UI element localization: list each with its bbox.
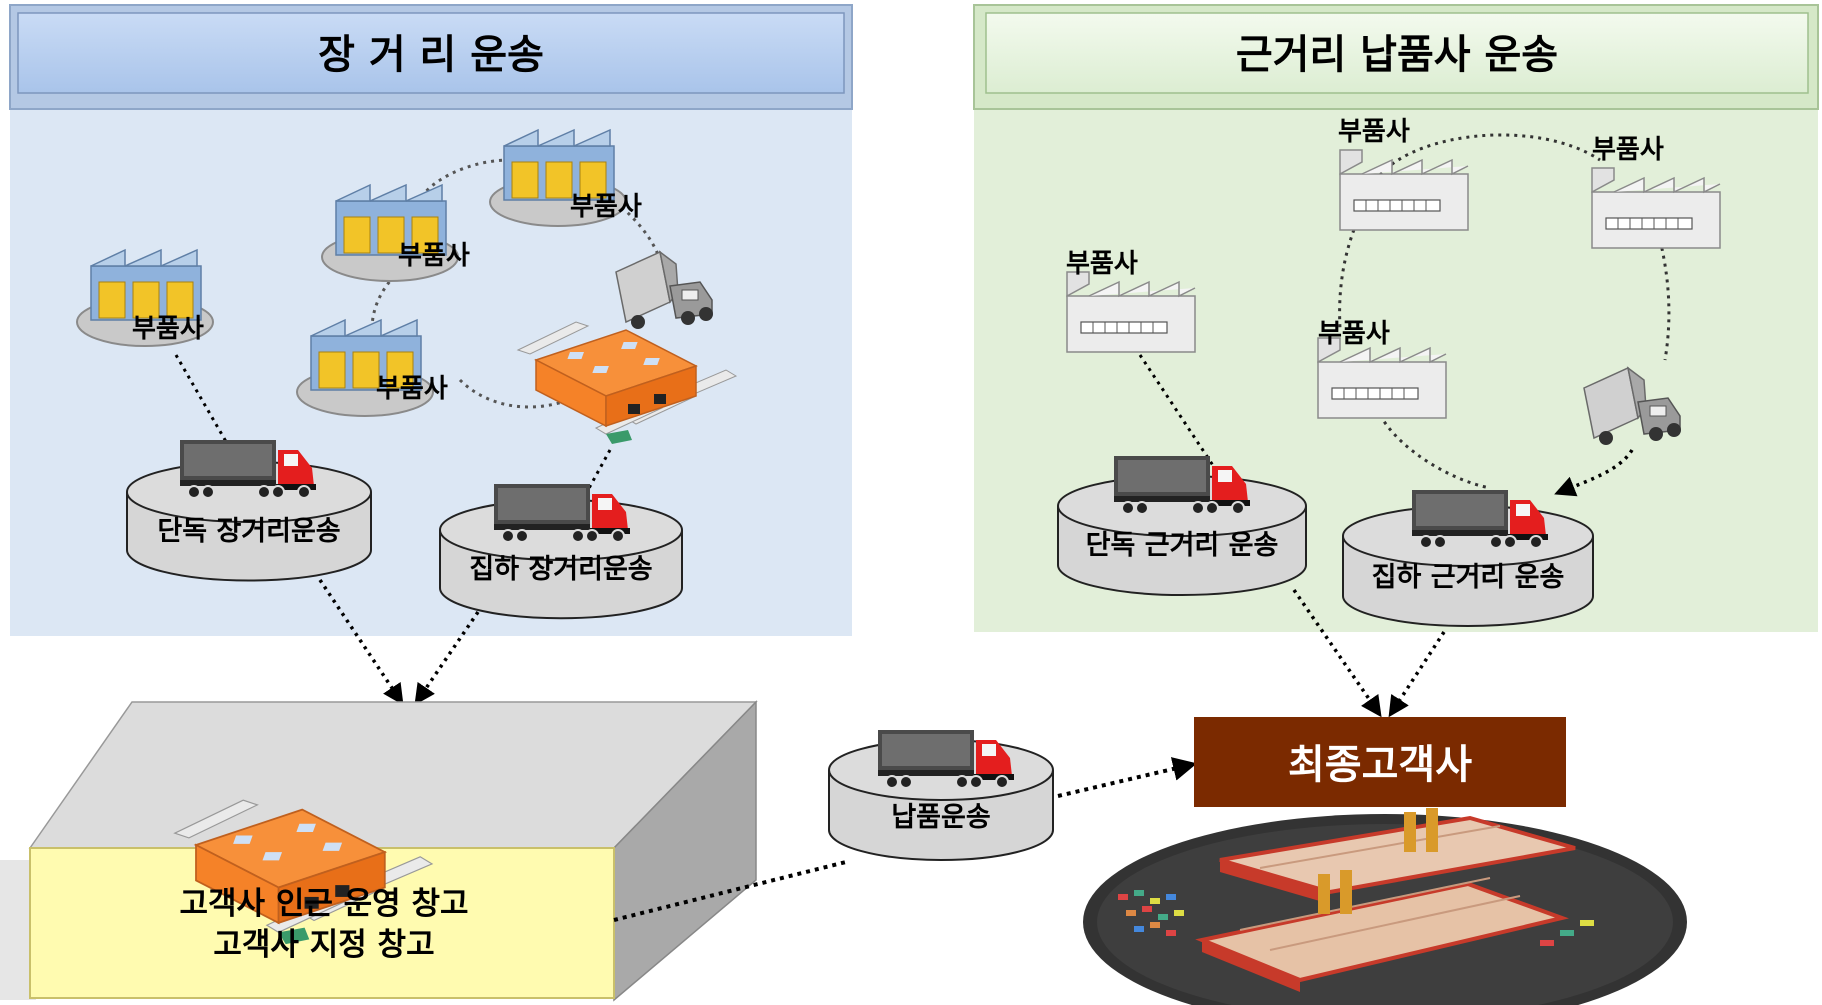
warehouse-line-2: 고객사 지정 창고 <box>213 927 434 963</box>
connector <box>1138 354 1218 471</box>
arrow-to-customer <box>1388 631 1446 718</box>
arrow-to-warehouse <box>318 579 404 706</box>
arrow-to-customer <box>1292 589 1382 718</box>
node-delivery: 납품운송 <box>828 729 1054 861</box>
supplier-label: 부품사 <box>1318 319 1390 349</box>
supplier-label: 부품사 <box>570 192 642 222</box>
final-customer-label: 최종고객사 <box>1288 742 1472 788</box>
connector <box>174 354 234 453</box>
node-pickup-long: 집하 장거리운송 <box>439 483 683 620</box>
arrow-to-customer <box>1057 757 1198 798</box>
node-label: 단독 장거리운송 <box>157 516 340 547</box>
factory-complex-image <box>1083 808 1687 1005</box>
node-pickup-short: 집하 근거리 운송 <box>1342 489 1594 627</box>
supplier-loop-left <box>370 158 662 409</box>
node-label: 납품운송 <box>891 802 990 833</box>
right-title-box <box>985 12 1809 94</box>
supplier-label: 부품사 <box>132 314 204 344</box>
supplier-loop-right <box>1338 133 1671 490</box>
connector <box>613 860 847 922</box>
arrow-to-warehouse <box>414 611 480 706</box>
customer-warehouse-block: 고객사 인근 운영 창고 고객사 지정 창고 <box>0 700 758 1002</box>
supplier-label: 부품사 <box>1066 249 1138 279</box>
right-panel-title: 근거리 납품사 운송 <box>1236 32 1558 78</box>
node-label: 집하 근거리 운송 <box>1372 562 1565 593</box>
supplier-label: 부품사 <box>1592 135 1664 165</box>
supplier-label: 부품사 <box>398 241 470 271</box>
final-customer-box <box>1194 717 1566 807</box>
supplier-label: 부품사 <box>1338 117 1410 147</box>
node-single-long: 단독 장거리운송 <box>126 439 372 582</box>
node-label: 단독 근거리 운송 <box>1086 530 1279 561</box>
left-panel-title: 장 거 리 운송 <box>318 32 544 78</box>
warehouse-line-1: 고객사 인근 운영 창고 <box>179 886 468 922</box>
node-single-short: 단독 근거리 운송 <box>1057 455 1307 596</box>
supplier-label: 부품사 <box>376 374 448 404</box>
left-title-box <box>17 12 845 94</box>
node-label: 집하 장거리운송 <box>469 554 652 585</box>
